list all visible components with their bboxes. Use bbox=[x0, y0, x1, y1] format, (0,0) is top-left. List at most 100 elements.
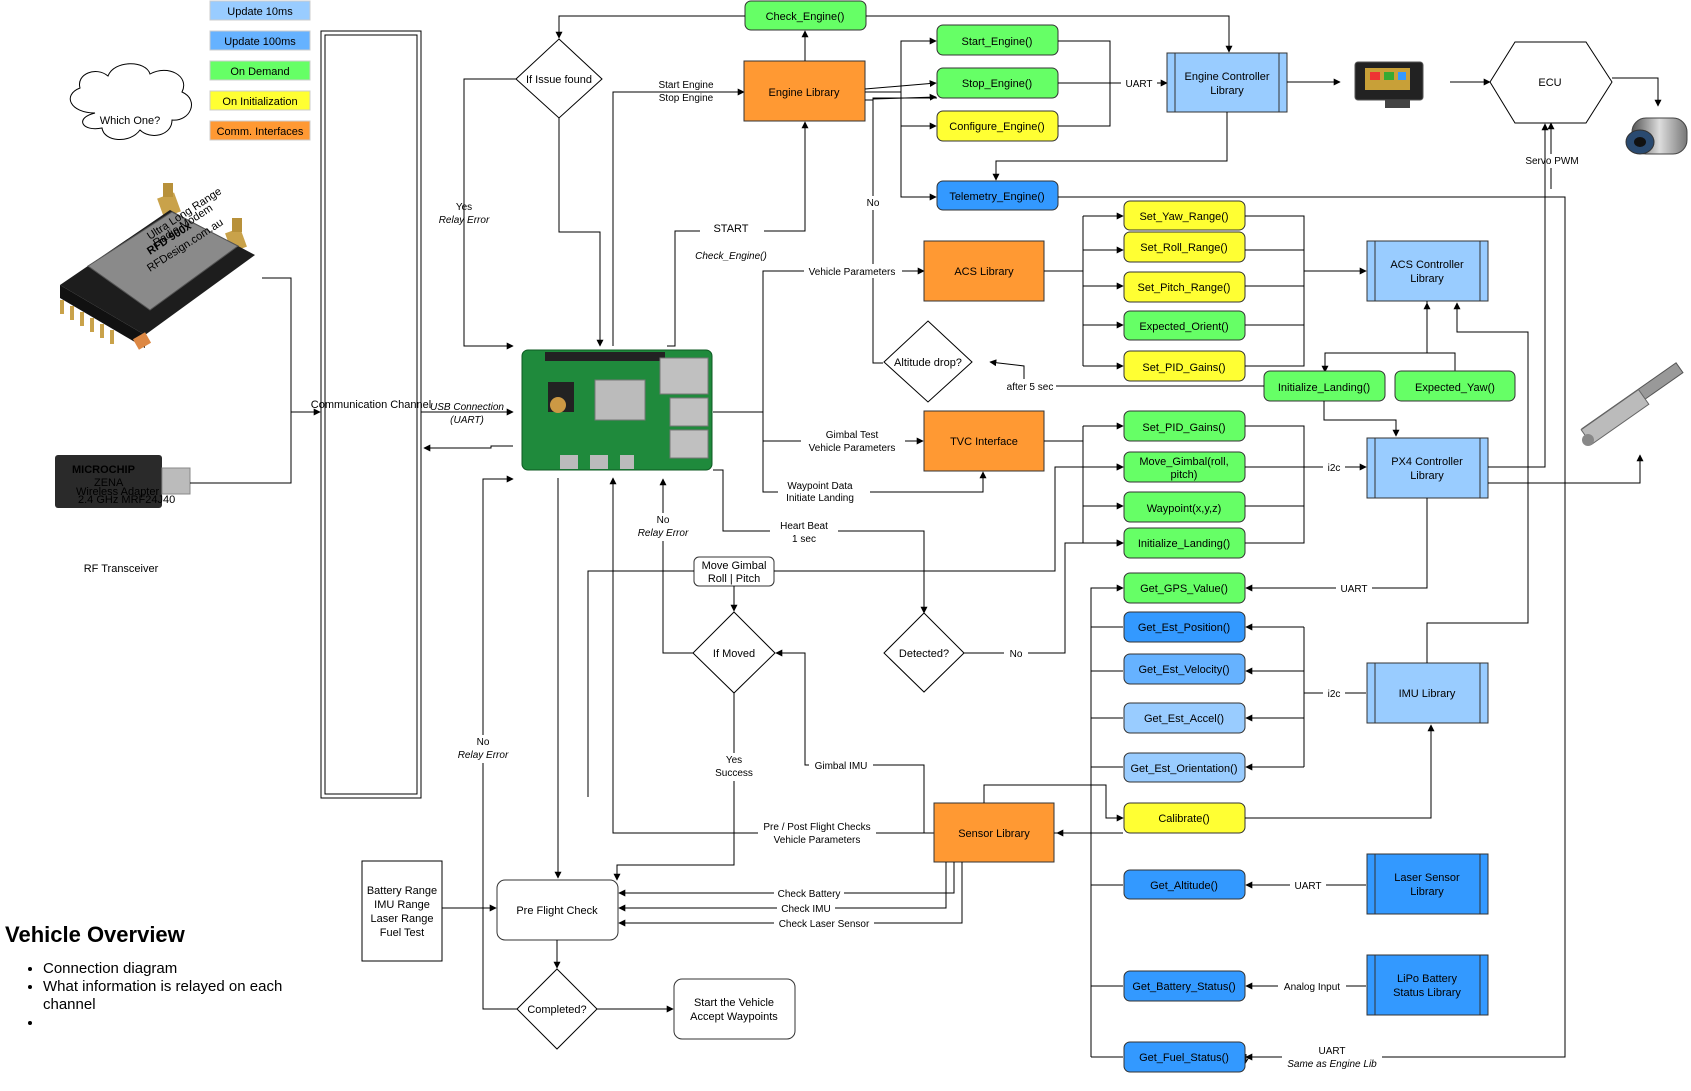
zena-adapter-image: MICROCHIP ZENA Wireless Adapter 2.4 GHz … bbox=[55, 455, 191, 508]
set-roll-range-node[interactable]: Set_Roll_Range() bbox=[1123, 231, 1246, 263]
move-gimbal-node[interactable]: Move Gimbal Roll | Pitch bbox=[693, 556, 775, 587]
initialize-landing-right-node[interactable]: Initialize_Landing() bbox=[1263, 370, 1386, 402]
engine-controller-library[interactable]: Engine Controller Library bbox=[1166, 52, 1288, 113]
ranges-label: Laser Range bbox=[371, 913, 434, 925]
overview-item: What information is relayed on each chan… bbox=[43, 978, 305, 1014]
get-altitude-label: Get_Altitude() bbox=[1150, 880, 1218, 892]
get-est-accel-label: Get_Est_Accel() bbox=[1144, 713, 1224, 725]
if-moved-label: If Moved bbox=[713, 648, 755, 660]
legend-label: Comm. Interfaces bbox=[217, 126, 304, 138]
acs-set-pid-gains-node[interactable]: Set_PID_Gains() bbox=[1123, 350, 1246, 382]
engine-library[interactable]: Engine Library bbox=[743, 60, 866, 122]
initialize-landing-right-label: Initialize_Landing() bbox=[1278, 382, 1370, 394]
sensor-library-label: Sensor Library bbox=[958, 828, 1030, 840]
legend-swatch-on-initialization bbox=[209, 90, 311, 111]
tvc-set-pid-gains-node[interactable]: Set_PID_Gains() bbox=[1123, 410, 1246, 442]
start-vehicle-node[interactable]: Start the Vehicle Accept Waypoints bbox=[673, 978, 796, 1040]
uart-label: UART bbox=[1125, 79, 1152, 90]
laser-library-label: Library bbox=[1410, 886, 1444, 898]
laser-library-label: Laser Sensor bbox=[1394, 872, 1460, 884]
pre-post-label: Pre / Post Flight Checks bbox=[763, 822, 870, 833]
set-pitch-range-node[interactable]: Set_Pitch_Range() bbox=[1123, 271, 1246, 303]
rf-transceiver-label: RF Transceiver bbox=[84, 563, 159, 575]
if-issue-label: If Issue found bbox=[526, 74, 592, 86]
get-est-orientation-node[interactable]: Get_Est_Orientation() bbox=[1123, 752, 1246, 783]
get-fuel-status-node[interactable]: Get_Fuel_Status() bbox=[1123, 1041, 1246, 1073]
acs-controller-library[interactable]: ACS Controller Library bbox=[1366, 240, 1489, 302]
px4-label: Library bbox=[1410, 470, 1444, 482]
ecu-label: ECU bbox=[1538, 77, 1561, 89]
yes-relay-label: Relay Error bbox=[439, 215, 490, 226]
zena-text: ZENA bbox=[94, 477, 124, 489]
px4-label: PX4 Controller bbox=[1391, 456, 1463, 468]
imu-library-label: IMU Library bbox=[1399, 688, 1456, 700]
initialize-landing-tvc-node[interactable]: Initialize_Landing() bbox=[1123, 527, 1246, 559]
legend: Update 10ms Update 100ms On Demand On In… bbox=[209, 0, 311, 141]
overview-title: Vehicle Overview bbox=[5, 922, 185, 947]
get-battery-status-node[interactable]: Get_Battery_Status() bbox=[1123, 970, 1246, 1002]
configure-engine-node[interactable]: Configure_Engine() bbox=[936, 110, 1059, 142]
heart-beat-label: Heart Beat bbox=[780, 521, 828, 532]
overview-list: Connection diagram What information is r… bbox=[5, 960, 305, 1032]
no-relay-label: Relay Error bbox=[638, 528, 689, 539]
get-battery-status-label: Get_Battery_Status() bbox=[1132, 981, 1235, 993]
get-est-velocity-node[interactable]: Get_Est_Velocity() bbox=[1123, 653, 1246, 685]
check-engine-label: Check_Engine() bbox=[766, 11, 845, 23]
set-yaw-range-node[interactable]: Set_Yaw_Range() bbox=[1123, 200, 1246, 231]
usb-label: USB Connection bbox=[430, 402, 504, 413]
start-engine-node[interactable]: Start_Engine() bbox=[936, 24, 1059, 56]
vehicle-overview: Vehicle Overview Connection diagram What… bbox=[5, 922, 305, 1032]
zena-text: MICROCHIP bbox=[72, 464, 135, 476]
legend-swatch-update-10ms bbox=[209, 0, 311, 21]
get-est-position-node[interactable]: Get_Est_Position() bbox=[1123, 611, 1246, 643]
overview-item bbox=[43, 1014, 305, 1032]
altitude-drop-label: Altitude drop? bbox=[894, 357, 962, 369]
move-gimbal-label: Roll | Pitch bbox=[708, 573, 760, 585]
legend-swatch-comm-interfaces bbox=[209, 120, 311, 141]
get-gps-value-node[interactable]: Get_GPS_Value() bbox=[1123, 572, 1246, 604]
jet-engine-image bbox=[1625, 117, 1688, 155]
pre-flight-check-node[interactable]: Pre Flight Check bbox=[496, 879, 619, 941]
expected-yaw-label: Expected_Yaw() bbox=[1415, 382, 1495, 394]
ranges-label: Battery Range bbox=[367, 885, 437, 897]
gimbal-test-label: Gimbal Test bbox=[826, 430, 879, 441]
imu-library[interactable]: IMU Library bbox=[1366, 662, 1489, 724]
tvc-interface[interactable]: TVC Interface bbox=[923, 410, 1045, 472]
check-item-label: Check Battery bbox=[778, 889, 841, 900]
lipo-library-label: LiPo Battery bbox=[1397, 973, 1457, 985]
no-relay-bottom-label: Relay Error bbox=[458, 750, 509, 761]
laser-sensor-library[interactable]: Laser Sensor Library bbox=[1366, 853, 1489, 915]
acs-library[interactable]: ACS Library bbox=[923, 240, 1045, 302]
ecu-board-image bbox=[1354, 61, 1424, 108]
px4-controller-library[interactable]: PX4 Controller Library bbox=[1366, 437, 1489, 499]
get-est-orientation-label: Get_Est_Orientation() bbox=[1131, 763, 1238, 775]
lipo-battery-library[interactable]: LiPo Battery Status Library bbox=[1366, 954, 1489, 1016]
stop-engine-node[interactable]: Stop_Engine() bbox=[936, 67, 1059, 99]
check-engine-node[interactable]: Check_Engine() bbox=[744, 0, 867, 31]
uart-fuel-label: UART bbox=[1318, 1046, 1345, 1057]
calibrate-node[interactable]: Calibrate() bbox=[1123, 802, 1246, 834]
acs-controller-label: ACS Controller bbox=[1390, 259, 1464, 271]
zena-text: 2.4 GHz MRF24J40 bbox=[78, 494, 175, 506]
telemetry-engine-node[interactable]: Telemetry_Engine() bbox=[936, 180, 1059, 211]
get-est-accel-node[interactable]: Get_Est_Accel() bbox=[1123, 702, 1246, 734]
expected-yaw-node[interactable]: Expected_Yaw() bbox=[1394, 370, 1516, 402]
waypoint-node[interactable]: Waypoint(x,y,z) bbox=[1123, 491, 1246, 523]
comm-channel-label: Communication Channel bbox=[311, 399, 431, 411]
move-gimbal-func-node[interactable]: Move_Gimbal(roll, pitch) bbox=[1123, 451, 1246, 483]
if-moved-decision: If Moved bbox=[692, 611, 776, 694]
ecu-node: ECU bbox=[1489, 41, 1613, 124]
get-altitude-node[interactable]: Get_Altitude() bbox=[1123, 869, 1246, 900]
acs-controller-label: Library bbox=[1410, 273, 1444, 285]
get-fuel-status-label: Get_Fuel_Status() bbox=[1139, 1052, 1229, 1064]
check-item-label: Check Laser Sensor bbox=[779, 919, 870, 930]
expected-orient-node[interactable]: Expected_Orient() bbox=[1123, 310, 1246, 341]
completed-decision: Completed? bbox=[516, 968, 598, 1050]
servo-pwm-label: Servo PWM bbox=[1525, 156, 1578, 167]
sensor-library[interactable]: Sensor Library bbox=[933, 802, 1055, 863]
start-stop-label: Start Engine bbox=[658, 80, 713, 91]
ranges-note: Battery Range IMU Range Laser Range Fuel… bbox=[361, 860, 443, 962]
start-vehicle-label: Accept Waypoints bbox=[690, 1011, 778, 1023]
get-est-position-label: Get_Est_Position() bbox=[1138, 622, 1230, 634]
